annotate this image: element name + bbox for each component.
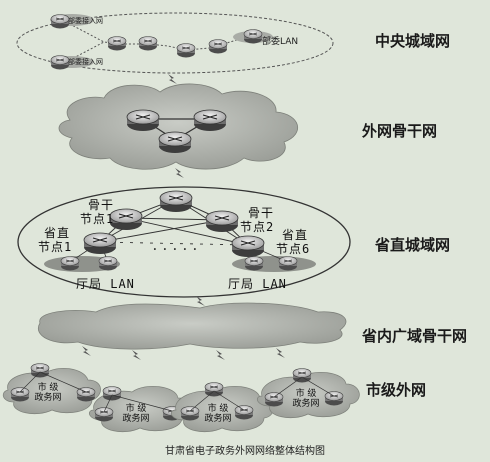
city-network-1 — [2, 363, 101, 414]
provincial-lan-group — [17, 186, 351, 298]
label-direct-node-1-line1: 省直 — [44, 226, 71, 240]
label-direct-node-6-line2: 节点6 — [276, 242, 311, 256]
label-external-backbone: 外网骨干网 — [362, 122, 438, 140]
label-backbone-node-2-line2: 节点2 — [240, 220, 275, 234]
central-lan-boundary — [16, 12, 334, 74]
label-backbone-node-1-line2: 节点1 — [80, 212, 115, 226]
external-backbone-cloud — [58, 83, 299, 170]
label-bureau-lan-left: 厅局 LAN — [76, 277, 135, 291]
label-provincial-lan: 省直城域网 — [375, 236, 451, 254]
city-3-line2: 政务网 — [204, 414, 232, 424]
provincial-wan-cloud — [37, 302, 347, 350]
city-network-2 — [88, 385, 192, 432]
label-ministry-access-1: 部委接入网 — [68, 17, 103, 25]
city-4-line1: 市 级 — [295, 389, 317, 399]
label-node-ellipsis: ．．．．． — [152, 239, 209, 253]
city-network-4 — [256, 368, 360, 418]
city-4-label: 市 级 政务网 — [286, 389, 326, 409]
label-ministry-access-2: 部委接入网 — [68, 58, 103, 66]
central-lan-group — [16, 12, 334, 74]
label-central-lan: 中央城域网 — [375, 32, 451, 50]
label-direct-node-1-line2: 节点1 — [38, 240, 73, 254]
label-ministry-lan: 部委LAN — [262, 37, 299, 47]
city-network-3 — [170, 382, 274, 432]
label-backbone-node-2-line1: 骨干 — [248, 206, 275, 220]
provincial-lan-boundary — [17, 186, 351, 298]
figure-caption: 甘肃省电子政务外网网络整体结构图 — [165, 446, 325, 457]
city-4-line2: 政务网 — [292, 399, 320, 409]
label-city-external: 市级外网 — [366, 381, 427, 399]
label-bureau-lan-right: 厅局 LAN — [228, 277, 287, 291]
label-backbone-node-1-line1: 骨干 — [88, 198, 115, 212]
city-3-label: 市 级 政务网 — [198, 404, 238, 424]
city-2-label: 市 级 政务网 — [116, 404, 156, 424]
city-2-line2: 政务网 — [122, 414, 150, 424]
label-provincial-wan: 省内广域骨干网 — [362, 327, 468, 345]
city-1-label: 市 级 政务网 — [28, 383, 68, 403]
label-direct-node-6-line1: 省直 — [282, 228, 309, 242]
city-1-line1: 市 级 — [37, 383, 59, 393]
city-3-line1: 市 级 — [207, 404, 229, 414]
city-2-line1: 市 级 — [125, 404, 147, 414]
city-1-line2: 政务网 — [34, 393, 62, 403]
